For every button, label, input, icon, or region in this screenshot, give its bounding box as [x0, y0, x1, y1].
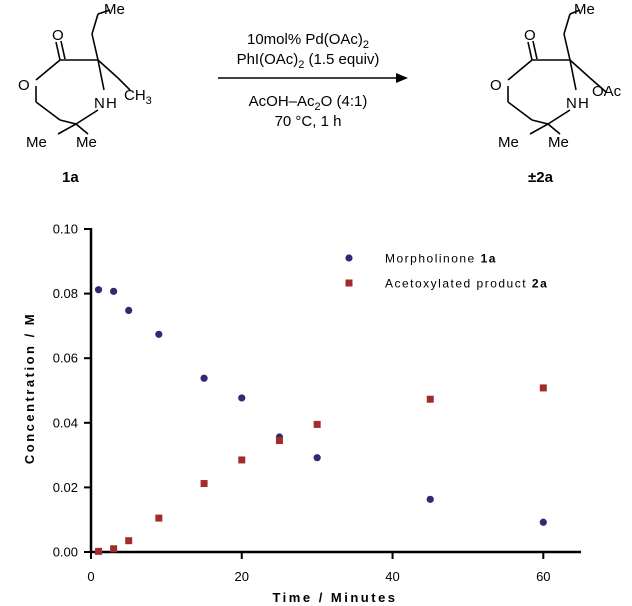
morpholinone-point: [200, 374, 208, 382]
reactant-me-top: Me: [104, 1, 125, 18]
chart-markers: [94, 286, 547, 555]
acetoxylated-point: [200, 480, 208, 488]
reaction-arrow-head: [396, 73, 408, 83]
reactant-me-left: Me: [26, 134, 47, 151]
kinetics-chart: 0 20 40 60 0.00 0.02 0.04 0.06 0.08 0.10 Time / M…: [22, 222, 581, 605]
morpholinone-point: [125, 306, 133, 314]
x-tick-label: 0: [87, 569, 94, 584]
acetoxylated-point: [125, 537, 133, 545]
legend-marker-acetoxylated: [345, 279, 353, 287]
reaction-scheme: O O N H Me Me Me CH3 1a 10mol% Pd(OAc)2 …: [18, 1, 622, 186]
acetoxylated-point: [238, 456, 246, 464]
chart-axes: [84, 228, 581, 559]
x-tick-label: 60: [536, 569, 550, 584]
legend-label-text: Morpholinone: [385, 252, 481, 266]
morpholinone-point: [426, 495, 434, 503]
condition-solvent: AcOH–Ac2O (4:1): [249, 93, 368, 113]
product-me-right: Me: [548, 134, 569, 151]
condition-temperature-time: 70 °C, 1 h: [275, 113, 342, 130]
acetoxylated-point: [313, 420, 321, 428]
product-carbonyl-o: O: [524, 27, 536, 44]
product-oac: OAc: [592, 83, 622, 100]
acetoxylated-point: [426, 395, 434, 403]
product-compound-label: ±2a: [528, 169, 554, 186]
legend-label-compound: 1a: [481, 252, 497, 266]
legend-label-compound: 2a: [532, 277, 548, 291]
reactant-compound-label: 1a: [62, 169, 79, 186]
reactant-me-right: Me: [76, 134, 97, 151]
reactant-labels-1a: O O N H Me Me Me CH3 1a: [18, 1, 152, 186]
morpholinone-point: [110, 287, 118, 295]
product-ring-o: O: [490, 77, 502, 94]
morpholinone-point: [539, 518, 547, 526]
product-me-top: Me: [574, 1, 595, 18]
y-tick-label: 0.04: [53, 415, 78, 430]
acetoxylated-point: [539, 384, 547, 392]
x-tick-label: 20: [235, 569, 249, 584]
acetoxylated-point: [155, 514, 163, 522]
legend-label: Morpholinone 1a: [385, 252, 497, 266]
y-tick-label: 0.10: [53, 222, 78, 237]
product-me-left: Me: [498, 134, 519, 151]
reactant-n: N: [94, 95, 105, 112]
reactant-ch3: CH3: [124, 87, 152, 107]
morpholinone-point: [238, 394, 246, 402]
reaction-conditions: 10mol% Pd(OAc)2 PhI(OAc)2 (1.5 equiv) Ac…: [218, 31, 408, 130]
morpholinone-point: [155, 330, 163, 338]
product-labels-2a: O O N H Me Me Me OAc ±2a: [490, 1, 622, 186]
condition-catalyst: 10mol% Pd(OAc)2: [247, 31, 369, 51]
legend-label-text: Acetoxylated product: [385, 277, 532, 291]
y-tick-label: 0.02: [53, 480, 78, 495]
x-axis-title: Time / Minutes: [272, 590, 397, 605]
reactant-ring-o: O: [18, 77, 30, 94]
product-n: N: [566, 95, 577, 112]
reactant-nh: H: [106, 95, 117, 112]
product-structure-2a: [507, 9, 607, 135]
acetoxylated-point: [95, 547, 103, 555]
legend-label: Acetoxylated product 2a: [385, 277, 548, 291]
condition-oxidant: PhI(OAc)2 (1.5 equiv): [237, 51, 380, 71]
legend-marker-morpholinone: [345, 254, 353, 262]
y-tick-label: 0.08: [53, 286, 78, 301]
product-nh: H: [578, 95, 589, 112]
morpholinone-point: [94, 286, 103, 294]
reactant-structure-1a: [35, 9, 131, 135]
acetoxylated-point: [110, 545, 118, 553]
chart-tick-labels: 0 20 40 60 0.00 0.02 0.04 0.06 0.08 0.10: [53, 222, 551, 585]
x-tick-label: 40: [385, 569, 399, 584]
acetoxylated-point: [275, 437, 283, 445]
morpholinone-point: [313, 454, 321, 462]
y-axis-title: Concentration / M: [22, 312, 37, 464]
reactant-carbonyl-o: O: [52, 27, 64, 44]
y-tick-label: 0.00: [53, 545, 78, 560]
y-tick-label: 0.06: [53, 351, 78, 366]
